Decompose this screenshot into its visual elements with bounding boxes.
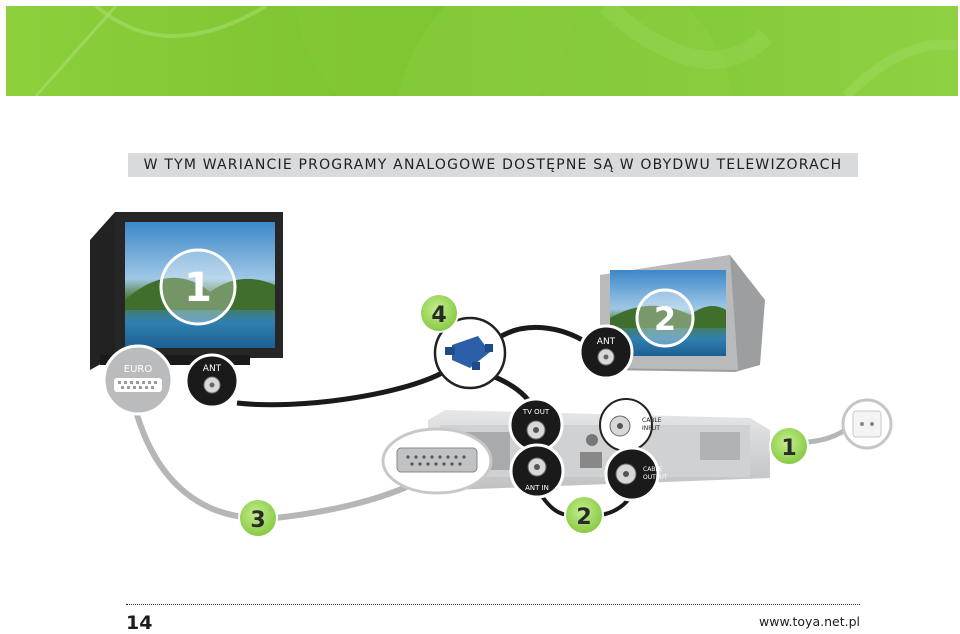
header-banner	[6, 6, 958, 96]
badge-loop-cable: 2	[564, 495, 604, 535]
cable-output-label-2: OUTPUT	[643, 474, 668, 481]
badge-tv-right-number: 2	[654, 300, 676, 338]
badge-splitter-number: 4	[431, 303, 446, 328]
scart-connector-callout	[381, 427, 493, 495]
set-top-box	[428, 410, 770, 490]
tv-crt	[600, 255, 765, 372]
badge-scart-cable-number: 3	[250, 508, 265, 533]
ant-port-right: ANT	[578, 324, 634, 380]
footer-url[interactable]: www.toya.net.pl	[759, 614, 860, 629]
tv-out-port: TV OUT	[508, 397, 564, 453]
badge-tv-right: 2	[635, 288, 695, 348]
badge-scart-cable: 3	[238, 498, 278, 538]
banner-decoration	[34, 6, 958, 96]
badge-tv-left: 1	[159, 248, 237, 326]
cable-output-port: CABLE OUTPUT	[604, 446, 668, 502]
badge-wall-socket-cable-number: 1	[781, 436, 796, 461]
cable-input-label-1: CABLE	[642, 417, 662, 424]
title-bar: W TYM WARIANCIE PROGRAMY ANALOGOWE DOSTĘ…	[128, 153, 858, 177]
badge-splitter: 4	[419, 293, 459, 333]
euro-port-label: EURO	[124, 364, 153, 375]
wall-socket	[841, 398, 893, 450]
tv-flat-screen	[90, 212, 283, 370]
footer-divider	[126, 604, 860, 605]
cable-input-label-2: INPUT	[642, 425, 660, 432]
page-title: W TYM WARIANCIE PROGRAMY ANALOGOWE DOSTĘ…	[143, 157, 843, 173]
badge-loop-cable-number: 2	[576, 505, 591, 530]
scart-cable	[130, 399, 417, 521]
splitter	[433, 316, 507, 390]
page-number: 14	[126, 612, 153, 634]
tv-out-label: TV OUT	[522, 408, 550, 416]
badge-tv-left-number: 1	[184, 265, 212, 311]
ant-in-label: ANT IN	[525, 484, 549, 492]
ant-port-left-label: ANT	[203, 364, 222, 374]
ant-port-right-label: ANT	[597, 337, 616, 347]
ant-in-port: ANT IN	[509, 443, 565, 499]
euro-port: EURO	[102, 344, 174, 416]
cable-output-label-1: CABLE	[643, 466, 663, 473]
badge-wall-socket-cable: 1	[769, 426, 809, 466]
ant-port-left: ANT	[184, 353, 240, 409]
